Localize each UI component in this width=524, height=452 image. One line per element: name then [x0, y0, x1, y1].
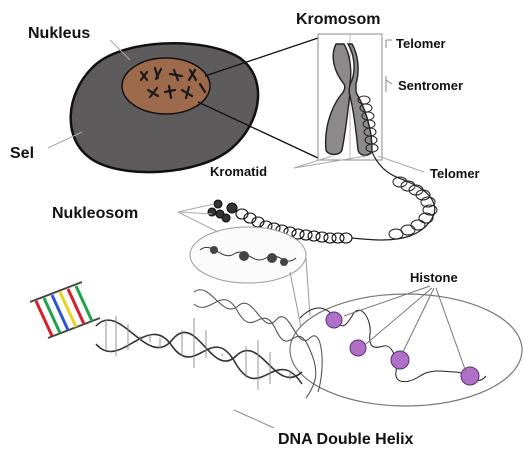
mini-nucleosome: [210, 246, 218, 254]
chromatin-fiber: [352, 152, 435, 240]
label-cell: Sel: [10, 145, 34, 162]
label-dna-helix: DNA Double Helix: [278, 431, 414, 448]
label-chromosome: Kromosom: [296, 11, 380, 28]
nucleosome-pointer-2: [178, 212, 212, 214]
label-telomere-top: Telomer: [396, 36, 446, 51]
dna-strand-2: [96, 334, 302, 384]
chromatid-pointer-1: [294, 156, 332, 168]
chromosome-panel: [318, 34, 392, 160]
mini-nucleosome: [280, 258, 288, 266]
label-telomere-bottom: Telomer: [430, 166, 480, 181]
histone-panel-outline: [290, 294, 522, 406]
label-histone: Histone: [410, 270, 458, 285]
histone-panel: [290, 286, 522, 406]
dna-helix-pointer: [234, 410, 274, 428]
cell: [71, 43, 258, 172]
nucleus: [122, 58, 210, 114]
base-pair-ladder: [30, 282, 100, 338]
dna-helix: [30, 282, 322, 428]
mini-nucleosome: [267, 253, 277, 263]
label-chromatid: Kromatid: [210, 164, 267, 179]
mini-nucleosome: [239, 251, 249, 261]
dna-rungs: [106, 316, 290, 390]
nucleosome-string-panel: [190, 227, 306, 283]
dna-strand-1: [96, 320, 302, 377]
label-nucleus: Nukleus: [28, 25, 90, 42]
chromatin-coil-loops: [389, 177, 437, 239]
label-centromere: Sentromer: [398, 78, 463, 93]
label-nucleosome: Nukleosom: [52, 205, 138, 222]
